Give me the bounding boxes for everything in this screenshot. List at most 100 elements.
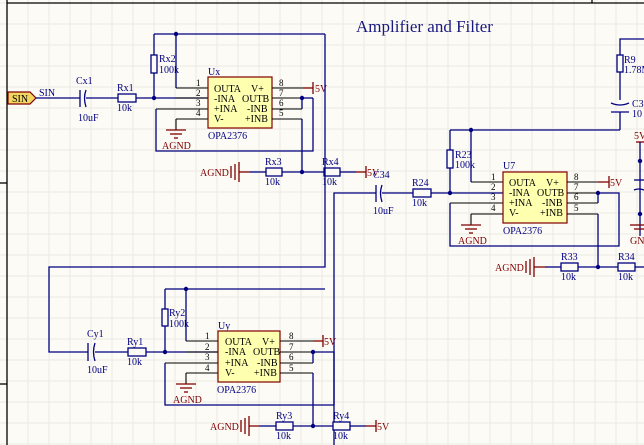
pin-number: 8: [279, 78, 284, 88]
resistor-ry4[interactable]: [332, 421, 351, 431]
pin-label: OUTB: [242, 94, 270, 105]
wire[interactable]: [333, 192, 376, 445]
pin-number: 2: [196, 88, 201, 98]
pin-label: V-: [214, 114, 224, 125]
wire[interactable]: [164, 363, 334, 406]
sheet-title: Amplifier and Filter: [356, 17, 493, 36]
ry1-ref: Ry1: [127, 337, 143, 348]
wire[interactable]: [633, 188, 644, 191]
rx4-ref: Rx4: [322, 157, 339, 168]
resistor-rx2[interactable]: [150, 54, 158, 74]
pin-label: -INB: [542, 198, 563, 209]
pin-number: 8: [574, 172, 579, 182]
resistor-ry1[interactable]: [127, 347, 147, 357]
ry4-ref: Ry4: [333, 411, 349, 422]
pin-label: OUTA: [214, 84, 242, 95]
pin-number: 5: [289, 363, 294, 373]
pin-label: V+: [546, 178, 559, 189]
cy1-ref: Cy1: [87, 329, 104, 340]
pin-label: OUTB: [537, 188, 565, 199]
pin-number: 1: [491, 172, 496, 182]
pin-label: V+: [262, 337, 275, 348]
pin-number: 3: [205, 352, 210, 362]
wire[interactable]: [449, 192, 620, 247]
resistor-r23[interactable]: [446, 149, 454, 169]
wire[interactable]: [48, 34, 326, 353]
uy-part: OPA2376: [217, 385, 256, 396]
port-sin[interactable]: SIN: [7, 91, 37, 105]
u7-ref: U7: [503, 161, 515, 172]
agnd-symbol-ux: [166, 129, 186, 139]
capacitor-cy1[interactable]: [87, 342, 96, 362]
r33-value: 10k: [561, 272, 576, 283]
agnd-label-ux: AGND: [162, 141, 191, 152]
chip-ux[interactable]: OUTA V+ -INA OUTB +INA -INB V- +INB: [207, 76, 273, 129]
junction-dot[interactable]: [637, 158, 643, 164]
ry3-ref: Ry3: [276, 411, 292, 422]
pin-label: -INA: [225, 347, 247, 358]
pin-number: 2: [491, 182, 496, 192]
pin-label: -INA: [509, 188, 531, 199]
resistor-r34[interactable]: [617, 262, 636, 272]
r24-ref: R24: [412, 178, 429, 189]
r34-ref: R34: [618, 252, 635, 263]
resistor-rx1[interactable]: [117, 93, 137, 103]
pin-label: +INB: [245, 114, 268, 125]
c3-ref: C3: [632, 99, 644, 110]
resistor-ry2[interactable]: [161, 308, 169, 327]
uy-ref: Uy: [218, 321, 230, 332]
rx2-value: 100k: [159, 65, 179, 76]
chip-u7[interactable]: OUTA V+ -INA OUTB +INA -INB V- +INB: [502, 171, 568, 224]
pin-label: OUTA: [225, 337, 253, 348]
capacitor-cx1[interactable]: [79, 89, 87, 108]
pin-label: OUTB: [253, 347, 281, 358]
agnd-label-r33: AGND: [495, 263, 524, 274]
resistor-r33[interactable]: [560, 262, 579, 272]
ux-ref: Ux: [208, 67, 220, 78]
wire[interactable]: [313, 351, 335, 405]
vcc-label-right: 5V: [634, 131, 644, 142]
pin-label: V-: [225, 368, 235, 379]
agnd-symbol-r33: [525, 257, 535, 277]
rx1-value: 10k: [117, 103, 132, 114]
resistor-r9[interactable]: [616, 54, 624, 73]
c34-value: 10uF: [373, 206, 394, 217]
wire[interactable]: [619, 38, 644, 55]
cx1-ref: Cx1: [76, 76, 93, 87]
pin-number: 1: [205, 331, 210, 341]
ry2-value: 100k: [169, 319, 189, 330]
cx1-value: 10uF: [78, 113, 99, 124]
rx2-ref: Rx2: [159, 54, 176, 65]
chip-uy[interactable]: OUTA V+ -INA OUTB +INA -INB V- +INB: [217, 330, 281, 383]
vcc-label-ux: 5V: [315, 84, 328, 95]
agnd-label-u7: AGND: [458, 236, 487, 247]
c34-ref: C34: [373, 170, 390, 181]
u7-part: OPA2376: [503, 226, 542, 237]
resistor-r24[interactable]: [412, 188, 432, 198]
pin-label: -INA: [214, 94, 236, 105]
vcc-label-rx4: 5V: [367, 168, 380, 179]
pin-label: +INA: [509, 198, 533, 209]
r34-value: 10k: [618, 272, 633, 283]
pin-number: 6: [574, 192, 579, 202]
capacitor-c34[interactable]: [375, 184, 383, 203]
resistor-ry3[interactable]: [275, 421, 294, 431]
ux-part: OPA2376: [208, 131, 247, 142]
resistor-rx3[interactable]: [265, 167, 283, 177]
vcc-label-ry4: 5V: [377, 422, 390, 433]
r24-value: 10k: [412, 198, 427, 209]
pin-number: 3: [491, 192, 496, 202]
agnd-label-rx3: AGND: [200, 168, 229, 179]
r9-ref: R9: [624, 55, 636, 66]
gnd-symbol-right: [630, 224, 644, 230]
pin-label: V-: [509, 208, 519, 219]
junction-dot[interactable]: [637, 211, 643, 217]
pin-number: 4: [491, 203, 496, 213]
r23-value: 100k: [455, 160, 475, 171]
pin-number: 4: [205, 363, 210, 373]
ry1-value: 10k: [127, 357, 142, 368]
wire[interactable]: [155, 98, 314, 152]
pin-number: 4: [196, 108, 201, 118]
resistor-rx4[interactable]: [323, 167, 341, 177]
